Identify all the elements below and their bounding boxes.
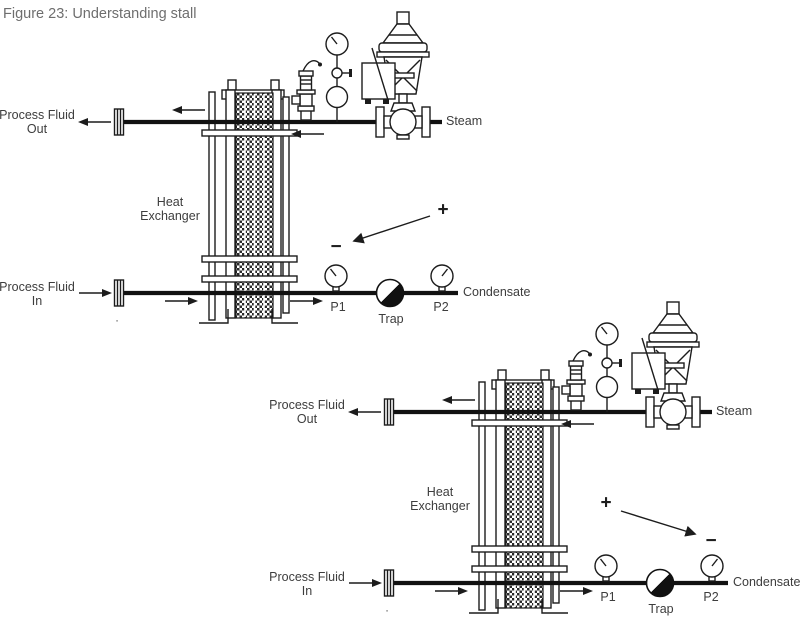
condensate-label-1: Condensate [463,285,531,299]
diagram-2 [347,301,728,614]
condensate-label-2: Condensate [733,575,800,589]
minus-sign-1: − [330,236,342,258]
p2-label-2: P2 [703,590,719,604]
minus-sign-2: − [705,530,717,552]
plus-sign-1: + [437,199,449,221]
stray-dot-2: . [385,600,389,615]
in-flow-arrow-2 [434,586,469,596]
gauge-p1-icon-1 [324,264,348,292]
steam-gauge-icon-1 [325,32,353,123]
figure-title: Figure 23: Understanding stall [3,6,197,22]
out-flow-arrow-1 [171,105,206,115]
gauge-p2-icon-2 [700,554,724,582]
trap-icon-1 [375,278,405,308]
condensate-flow-arrow-1 [289,296,324,306]
in-label-arrow-2 [348,578,383,588]
in-label-arrow-1 [78,288,113,298]
in-flow-arrow-1 [164,296,199,306]
process-fluid-in-label-1: Process Fluid In [0,280,75,308]
heat-exchanger-2 [468,369,569,614]
process-fluid-out-label-1: Process Fluid Out [0,108,75,136]
out-label-arrow-1 [77,117,112,127]
pressure-arrow-1 [352,215,431,244]
safety-valve-icon-1 [291,59,323,121]
heat-exchanger-label-1: Heat Exchanger [140,195,200,223]
trap-icon-2 [645,568,675,598]
process-fluid-in-label-2: Process Fluid In [269,570,345,598]
condensate-flow-arrow-2 [559,586,594,596]
p2-label-1: P2 [433,300,449,314]
diagram-1 [77,11,458,324]
gauge-p2-icon-1 [430,264,454,292]
steam-label-2: Steam [716,404,753,418]
steam-label-1: Steam [446,114,483,128]
gauge-p1-icon-2 [594,554,618,582]
heat-exchanger-label-2: Heat Exchanger [410,485,470,513]
trap-label-2: Trap [648,602,674,616]
heat-exchanger-1 [198,79,299,324]
safety-valve-icon-2 [561,349,593,411]
out-flow-arrow-2 [441,395,476,405]
plus-sign-2: + [600,492,612,514]
flange-in-2 [383,569,395,597]
p1-label-2: P1 [600,590,616,604]
pressure-arrow-2 [620,510,697,537]
p1-label-1: P1 [330,300,346,314]
out-label-arrow-2 [347,407,382,417]
trap-label-1: Trap [378,312,404,326]
steam-gauge-icon-2 [595,322,623,413]
flange-in-1 [113,279,125,307]
flange-out-1 [113,108,125,136]
stray-dot-1: . [115,310,119,325]
flange-out-2 [383,398,395,426]
process-fluid-out-label-2: Process Fluid Out [269,398,345,426]
